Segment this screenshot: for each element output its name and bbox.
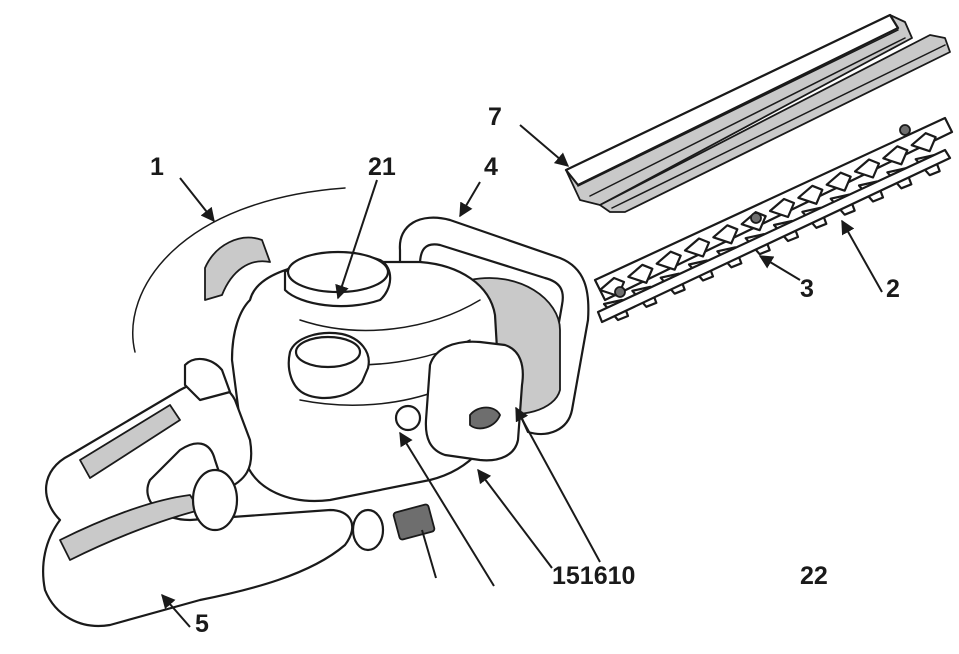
label-7: 7 bbox=[488, 103, 502, 131]
engine-body bbox=[204, 236, 561, 552]
label-22: 22 bbox=[800, 562, 828, 590]
blade-tooth bbox=[910, 132, 937, 153]
blade-cover bbox=[564, 13, 951, 213]
rear-handle bbox=[42, 357, 354, 628]
callout-labels: 1 21 4 7 3 2 5 151610 22 bbox=[150, 103, 900, 638]
label-151610: 151610 bbox=[552, 562, 635, 590]
cutter-blade-assembly bbox=[593, 116, 954, 324]
blade-tooth bbox=[825, 171, 852, 192]
blade-tooth bbox=[683, 237, 711, 258]
leader-lines bbox=[161, 124, 883, 628]
blade-tooth bbox=[768, 197, 796, 219]
blade-tooth bbox=[712, 224, 739, 245]
blade-tooth bbox=[882, 145, 909, 166]
blade-tooth bbox=[655, 250, 682, 271]
label-1: 1 bbox=[150, 153, 164, 181]
label-5: 5 bbox=[195, 610, 209, 638]
label-4: 4 bbox=[484, 153, 498, 181]
blade-tooth bbox=[627, 263, 654, 284]
label-2: 2 bbox=[886, 275, 900, 303]
blade-tooth bbox=[853, 158, 881, 179]
label-21: 21 bbox=[368, 153, 396, 181]
blade-tooth bbox=[797, 184, 824, 205]
label-3: 3 bbox=[800, 275, 814, 303]
rotation-arc bbox=[132, 187, 346, 353]
